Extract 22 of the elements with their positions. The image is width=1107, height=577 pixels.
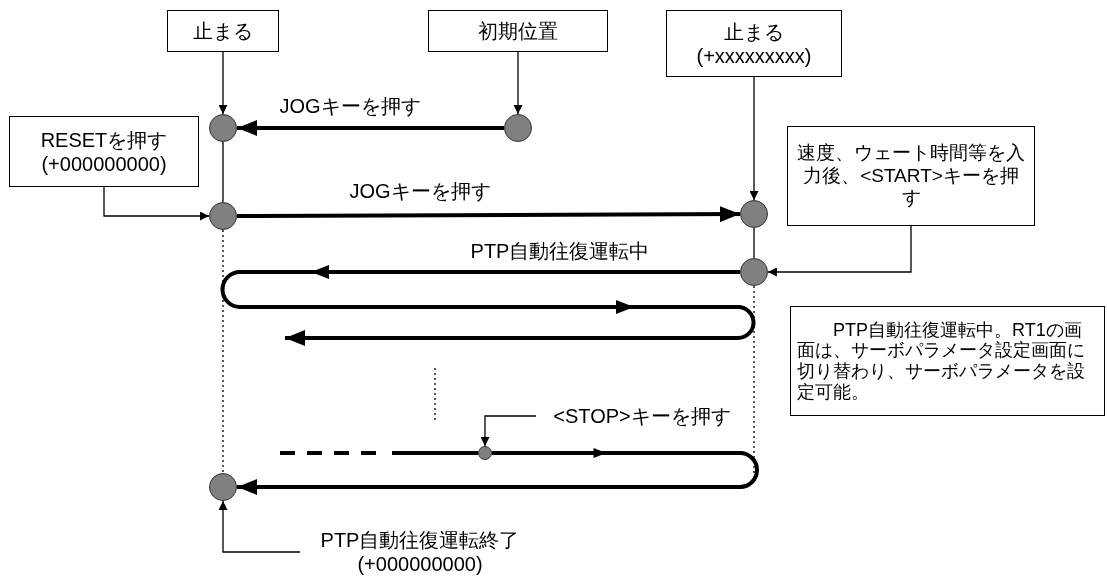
callout-box	[9, 116, 199, 187]
callout-box	[790, 306, 1105, 416]
circle-marker	[740, 258, 768, 286]
callout-box	[787, 126, 1035, 226]
box-text: 止まる	[724, 19, 784, 44]
callout-text: PTP自動往復運転終了 (+000000000)	[319, 528, 521, 576]
box-text: 止まる	[193, 19, 253, 43]
callout-box	[666, 10, 842, 77]
circle-marker	[209, 473, 237, 501]
circle-marker	[209, 202, 237, 230]
callout-box	[428, 10, 608, 52]
circle-marker	[209, 114, 237, 142]
circle-marker	[740, 200, 768, 228]
box-text: (+xxxxxxxxx)	[696, 43, 812, 68]
box-text: PTP自動往復運転中。RT1の画面は、サーボパラメータ設定画面に切り替わり、サーボパラメータを設定可能。	[797, 319, 1086, 403]
box-text: 速度、ウェート時間等を入力後、<START>キーを押す	[796, 141, 1026, 211]
callout-text: <STOP>キーを押す	[553, 404, 731, 428]
circle-marker	[478, 446, 492, 460]
callout-box	[167, 10, 279, 52]
circle-marker	[504, 114, 532, 142]
box-text: RESETを押す (+000000000)	[39, 127, 169, 176]
box-text: 初期位置	[478, 19, 558, 43]
